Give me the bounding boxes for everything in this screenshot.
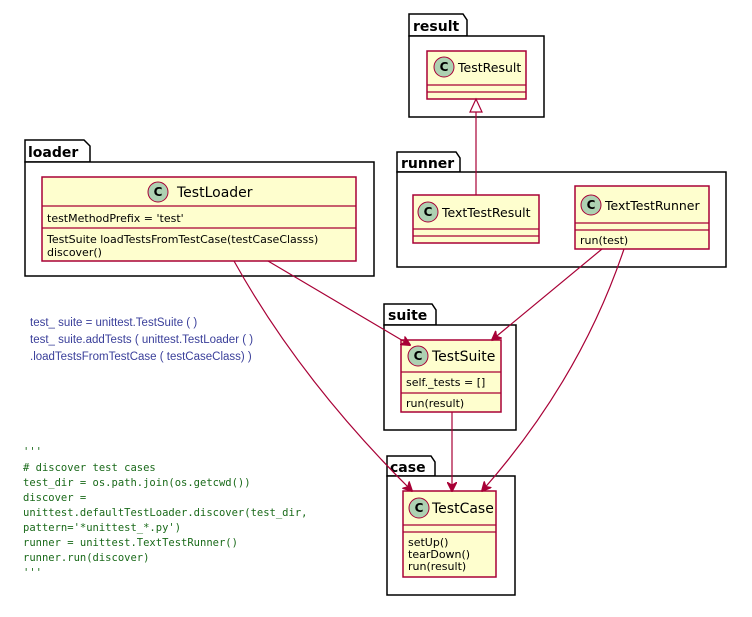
class-name: TestSuite [431, 349, 495, 365]
code-line: unittest.defaultTestLoader.discover(test… [23, 507, 307, 519]
class-icon [407, 345, 429, 367]
class-icon-letter: C [154, 185, 163, 199]
code-line: ''' [23, 446, 42, 458]
class-test-case[interactable]: C TestCase setUp() tearDown() run(result… [402, 490, 497, 578]
class-name: TextTestRunner [604, 198, 700, 213]
class-method: run(result) [408, 560, 466, 573]
class-method: TestSuite loadTestsFromTestCase(testCase… [46, 233, 318, 246]
class-method: run(test) [580, 234, 628, 247]
package-loader-label: loader [28, 145, 78, 161]
edge-loader-to-suite [267, 260, 410, 345]
code-line: runner = unittest.TextTestRunner() [23, 537, 238, 549]
class-method: run(result) [406, 397, 464, 410]
class-icon-letter: C [424, 205, 433, 219]
note-line: test_ suite.addTests ( unittest.TestLoad… [30, 334, 253, 346]
class-name: TestResult [457, 60, 521, 75]
code-discover: ''' # discover test cases test_dir = os.… [23, 446, 307, 579]
code-line: ''' [23, 567, 42, 579]
class-method: discover() [47, 246, 102, 259]
class-icon [408, 497, 430, 519]
class-test-result[interactable]: C TestResult [426, 50, 527, 100]
class-icon [417, 201, 439, 223]
class-icon [580, 194, 602, 216]
code-line: runner.run(discover) [23, 552, 149, 564]
class-name: TestCase [431, 501, 494, 517]
edge-runner-to-case [482, 248, 625, 491]
class-icon-letter: C [440, 60, 449, 74]
class-method: setUp() [408, 536, 448, 549]
package-result-label: result [413, 19, 459, 35]
code-line: pattern='*unittest_*.py') [23, 522, 181, 534]
package-case-label: case [390, 460, 426, 476]
class-icon [147, 181, 169, 203]
class-test-suite[interactable]: C TestSuite self._tests = [] run(result) [400, 339, 502, 413]
note-line: .loadTestsFromTestCase ( testCaseClass) … [30, 351, 252, 363]
class-icon-letter: C [414, 349, 423, 363]
edge-runner-to-suite [492, 248, 603, 340]
code-line: discover = [23, 492, 86, 504]
class-name: TextTestResult [441, 205, 531, 220]
class-test-loader[interactable]: C TestLoader testMethodPrefix = 'test' T… [41, 176, 357, 262]
class-field: self._tests = [] [406, 376, 485, 389]
class-icon [433, 56, 455, 78]
edge-loader-to-case [233, 260, 412, 491]
class-method: tearDown() [408, 548, 470, 561]
package-runner-label: runner [401, 156, 454, 172]
class-field: testMethodPrefix = 'test' [47, 212, 184, 225]
code-line: # discover test cases [23, 462, 156, 474]
note-line: test_ suite = unittest.TestSuite ( ) [30, 317, 197, 329]
note-suite-code: test_ suite = unittest.TestSuite ( ) tes… [30, 317, 253, 363]
class-text-test-result[interactable]: C TextTestResult [412, 194, 540, 244]
package-suite-label: suite [388, 308, 427, 324]
code-line: test_dir = os.path.join(os.getcwd()) [23, 477, 251, 489]
class-icon-letter: C [415, 501, 424, 515]
class-icon-letter: C [587, 198, 596, 212]
inheritance-edge [469, 97, 483, 195]
class-name: TestLoader [176, 185, 253, 201]
class-text-test-runner[interactable]: C TextTestRunner run(test) [574, 185, 710, 250]
